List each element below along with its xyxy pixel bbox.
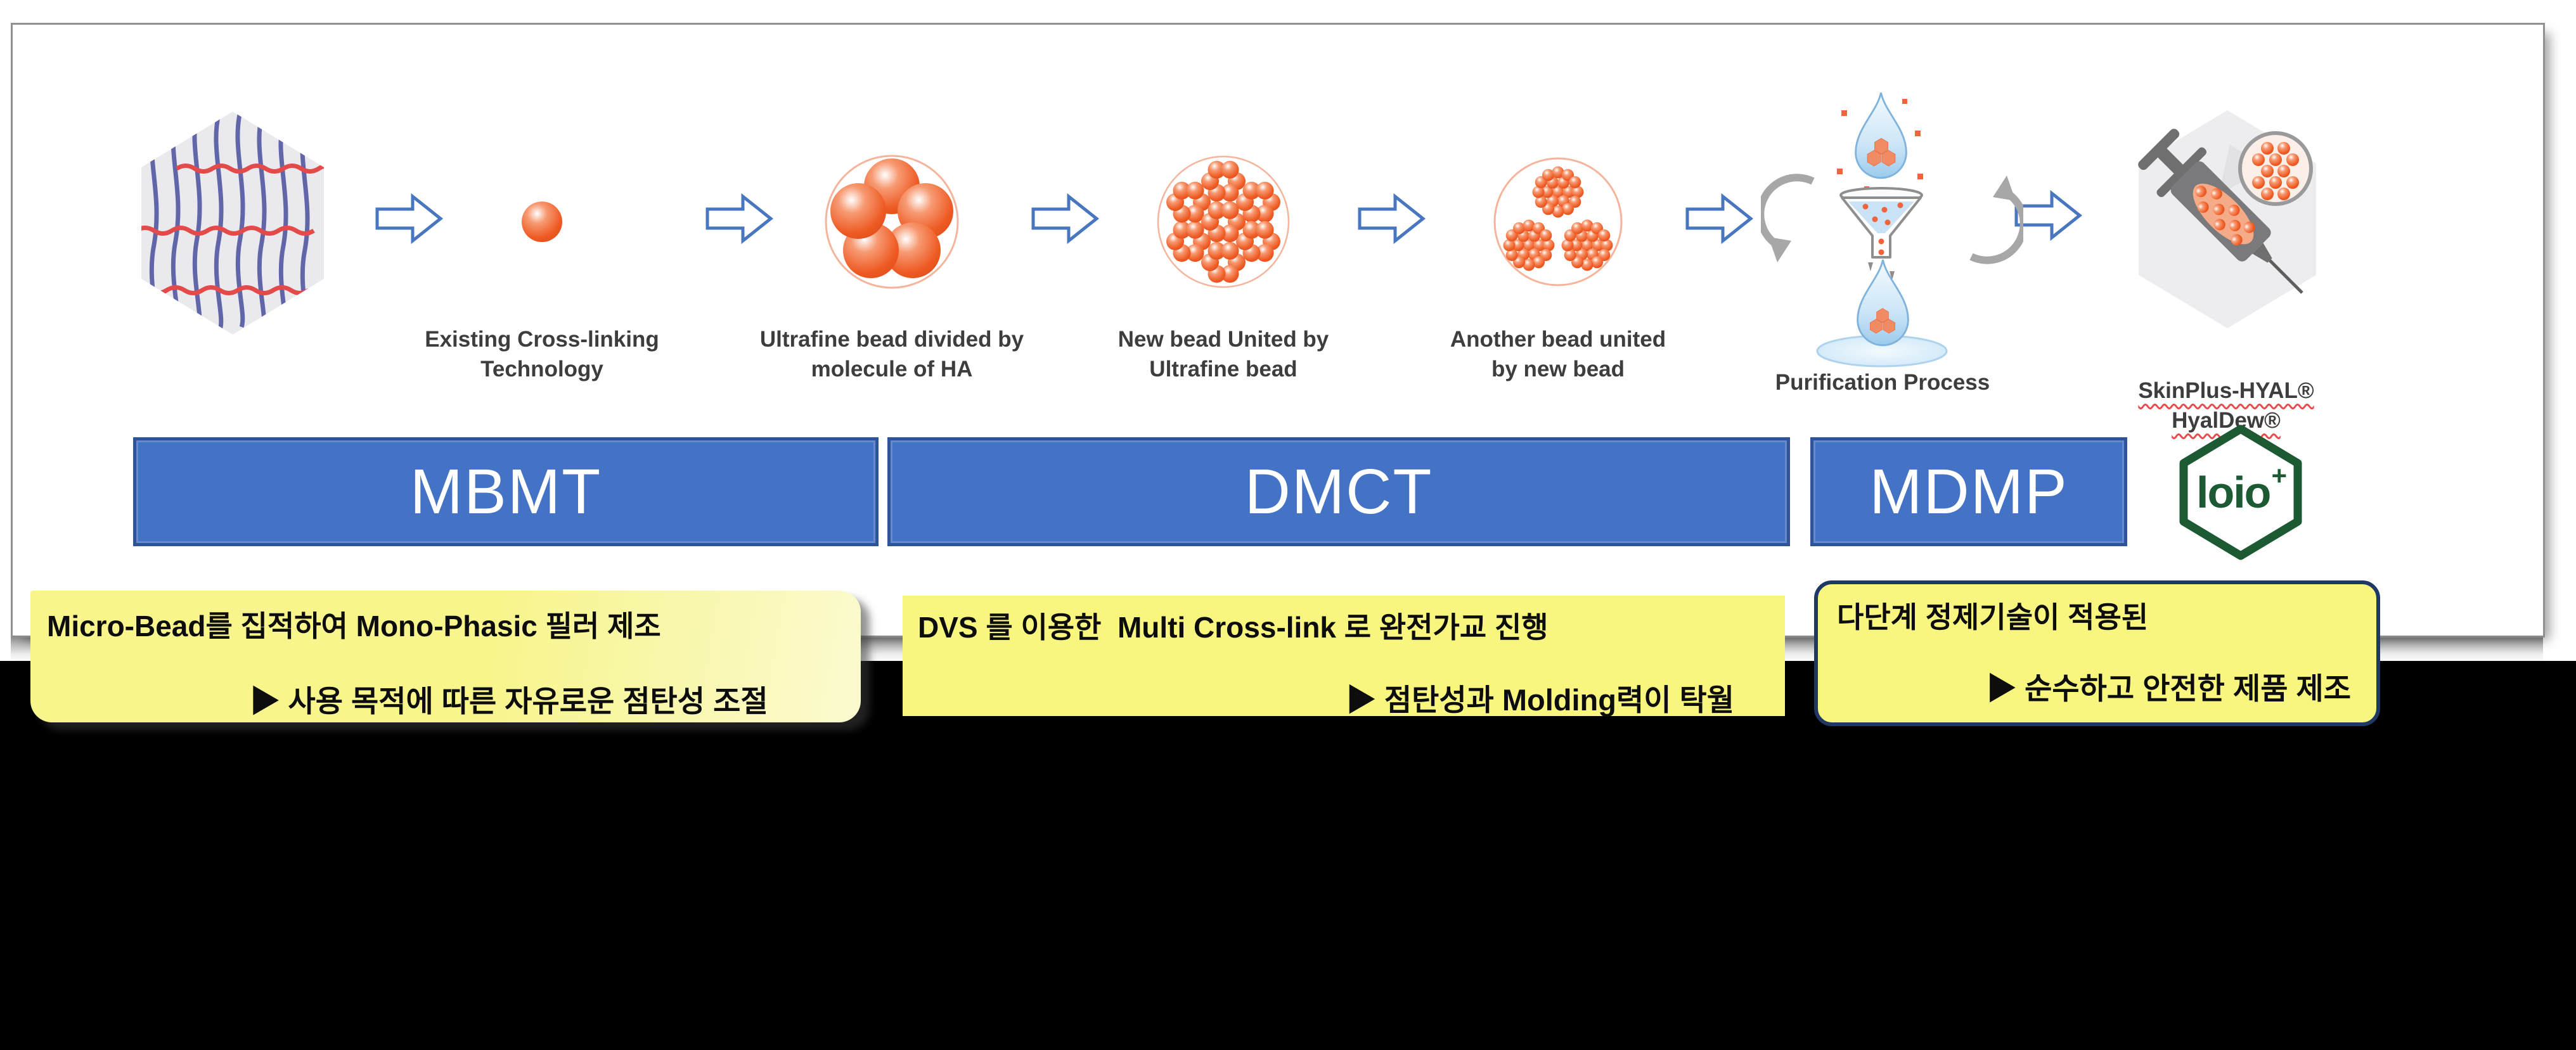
callout-title: DVS 를 이용한 Multi Cross-link 로 완전가교 진행	[918, 611, 1549, 644]
flow-arrow-icon	[373, 193, 444, 245]
micro-bead-icon	[522, 202, 562, 242]
banner-mdmp: MDMP	[1810, 437, 2127, 546]
product-name-skinplus-hyal: SkinPlus-HYAL®	[2138, 378, 2314, 403]
flow-arrow-icon	[704, 193, 775, 245]
united-bead-circle-icon	[1157, 155, 1290, 288]
process-panel	[11, 23, 2545, 637]
banner-mbmt: MBMT	[133, 437, 879, 546]
triple-cluster-circle-icon	[1493, 157, 1623, 286]
slide-background	[0, 0, 2576, 661]
callout-title: Micro-Bead를 집적하여 Mono-Phasic 필러 제조	[47, 610, 661, 643]
step-label-line: Technology	[480, 357, 603, 381]
callout-title: 다단계 정제기술이 적용된	[1837, 601, 2149, 634]
step-label-line: Purification Process	[1775, 370, 1990, 395]
recycle-arrow-right-icon	[1960, 168, 2023, 272]
step-label-line: molecule of HA	[811, 357, 973, 381]
loio-logo: loio +	[2179, 423, 2303, 561]
step-label-line: Existing Cross-linking	[425, 327, 659, 352]
flow-arrow-icon	[1684, 193, 1755, 245]
step-label-new-bead: New bead United by Ultrafine bead	[1021, 324, 1426, 384]
step-label-line: New bead United by	[1117, 327, 1329, 352]
banner-label: DMCT	[1244, 456, 1433, 527]
loio-logo-text: loio +	[2179, 423, 2303, 561]
step-label-products: SkinPlus-HYAL® HyalDew®	[2023, 376, 2429, 435]
step-label-line: Ultrafine bead	[1149, 357, 1298, 381]
banner-dmct: DMCT	[887, 437, 1790, 546]
callout-bullet-line: ▶ 점탄성과 Molding력이 탁월	[1346, 683, 1734, 717]
ultrafine-bead-circle-icon	[825, 155, 959, 289]
loio-plus: +	[2271, 461, 2286, 490]
callout-mbmt: Micro-Bead를 집적하여 Mono-Phasic 필러 제조 ▶ 사용 …	[30, 591, 861, 722]
callout-dmct: DVS 를 이용한 Multi Cross-link 로 완전가교 진행 ▶ 점…	[903, 596, 1785, 717]
flow-arrow-icon	[1356, 193, 1427, 245]
banner-label: MDMP	[1869, 456, 2068, 527]
product-name-hyaldew: HyalDew®	[2172, 408, 2281, 433]
callout-mdmp: 다단계 정제기술이 적용된 ▶ 순수하고 안전한 제품 제조	[1814, 580, 2380, 726]
purification-funnel-icon	[1816, 93, 1948, 368]
step-label-ultrafine-bead: Ultrafine bead divided by molecule of HA	[689, 324, 1095, 384]
step-label-purification: Purification Process	[1680, 368, 2085, 397]
step-label-line: Another bead united	[1450, 327, 1666, 352]
crosslinked-ha-hexagon-icon	[141, 112, 324, 335]
step-label-line: by new bead	[1491, 357, 1625, 381]
step-label-another-bead: Another bead united by new bead	[1355, 324, 1761, 384]
syringe-product-icon	[2138, 110, 2316, 328]
loio-hexagon-icon	[2179, 425, 2302, 560]
step-label-line: Ultrafine bead divided by	[759, 327, 1024, 352]
loio-word: loio	[2196, 468, 2271, 517]
callout-bullet-line: ▶ 순수하고 안전한 제품 제조	[1987, 672, 2351, 705]
step-label-existing-crosslinking: Existing Cross-linking Technology	[339, 324, 745, 384]
callout-bullet-line: ▶ 사용 목적에 따른 자유로운 점탄성 조절	[250, 684, 768, 718]
banner-label: MBMT	[409, 456, 602, 527]
flow-arrow-icon	[1029, 193, 1100, 245]
